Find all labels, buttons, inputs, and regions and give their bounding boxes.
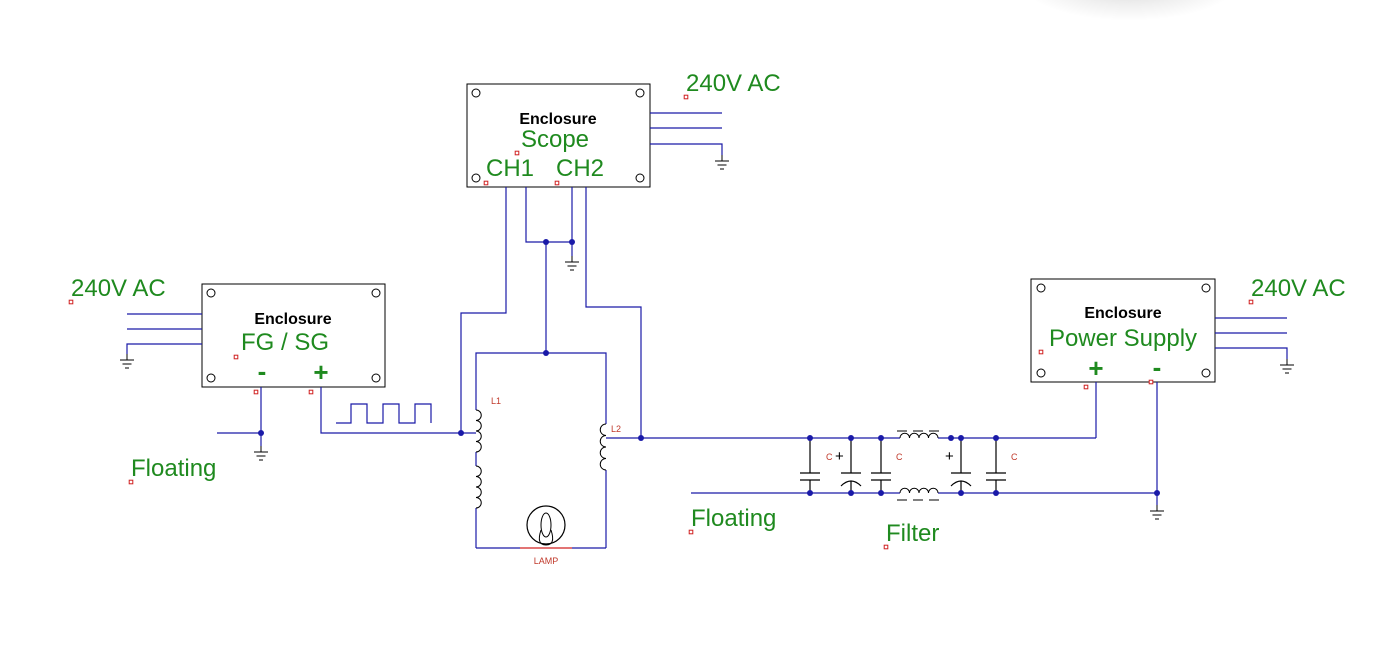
fg-plus-label: + xyxy=(313,357,328,387)
scope-enclosure-title: Enclosure xyxy=(519,111,596,128)
l2-label: L2 xyxy=(611,424,621,434)
scope-mains-leads xyxy=(650,112,723,155)
capacitor-polarity-label: + xyxy=(835,448,844,465)
mounting-hole-icon xyxy=(371,288,381,298)
scope-ch2-label: CH2 xyxy=(556,155,604,182)
capacitor-icon xyxy=(800,438,820,493)
mounting-hole-icon xyxy=(206,373,216,383)
fg-minus-label: - xyxy=(258,356,267,386)
psu-plus-label: + xyxy=(1088,353,1103,383)
psu-name-label: Power Supply xyxy=(1049,325,1197,352)
psu-mains-label: 240V AC xyxy=(1251,275,1346,302)
fg-enclosure-title: Enclosure xyxy=(254,311,331,328)
lamp-label: LAMP xyxy=(534,556,559,566)
ground-icon xyxy=(714,154,730,170)
mounting-hole-icon xyxy=(471,173,481,183)
fg-mains-leads xyxy=(126,313,202,354)
filter-note: Filter xyxy=(886,520,939,547)
scope-mains-label: 240V AC xyxy=(686,70,781,97)
psu-mains-leads xyxy=(1215,317,1288,359)
mounting-hole-icon xyxy=(1201,368,1211,378)
mounting-hole-icon xyxy=(1201,283,1211,293)
inductor-icon xyxy=(599,423,607,471)
ground-icon xyxy=(1149,504,1165,520)
ground-icon xyxy=(1279,358,1295,374)
floating-mid-note: Floating xyxy=(691,505,776,532)
fg-mains-label: 240V AC xyxy=(71,275,166,302)
capacitor-icon xyxy=(871,438,891,493)
circuit-wires xyxy=(217,187,1158,549)
mounting-hole-icon xyxy=(1036,283,1046,293)
ground-icon xyxy=(564,255,580,271)
capacitor-label: C xyxy=(1011,452,1018,462)
fg-enclosure xyxy=(201,283,386,388)
inductor-icon xyxy=(897,430,939,439)
mounting-hole-icon xyxy=(1036,368,1046,378)
inductor-icon xyxy=(897,487,939,501)
capacitor-label: C xyxy=(826,452,833,462)
mounting-hole-icon xyxy=(206,288,216,298)
scope-name-label: Scope xyxy=(521,126,589,153)
mounting-hole-icon xyxy=(471,88,481,98)
capacitor-polarity-label: + xyxy=(945,448,954,465)
psu-enclosure xyxy=(1030,278,1216,383)
ground-icon xyxy=(119,353,135,369)
fg-name-label: FG / SG xyxy=(241,329,329,356)
scope-ch1-label: CH1 xyxy=(486,155,534,182)
l1-label: L1 xyxy=(491,396,501,406)
junction-dots xyxy=(258,239,1160,496)
mounting-hole-icon xyxy=(371,373,381,383)
capacitor-label: C xyxy=(896,452,903,462)
capacitor-icon xyxy=(840,438,862,493)
mounting-hole-icon xyxy=(635,173,645,183)
capacitor-icon xyxy=(986,438,1006,493)
psu-minus-label: - xyxy=(1153,352,1162,382)
scope-enclosure xyxy=(466,83,651,188)
ground-icon xyxy=(253,445,269,461)
capacitor-icon xyxy=(950,438,972,493)
psu-enclosure-title: Enclosure xyxy=(1084,305,1161,322)
inductor-icon xyxy=(475,409,482,509)
lamp-icon xyxy=(520,505,572,549)
floating-left-note: Floating xyxy=(131,455,216,482)
mounting-hole-icon xyxy=(635,88,645,98)
